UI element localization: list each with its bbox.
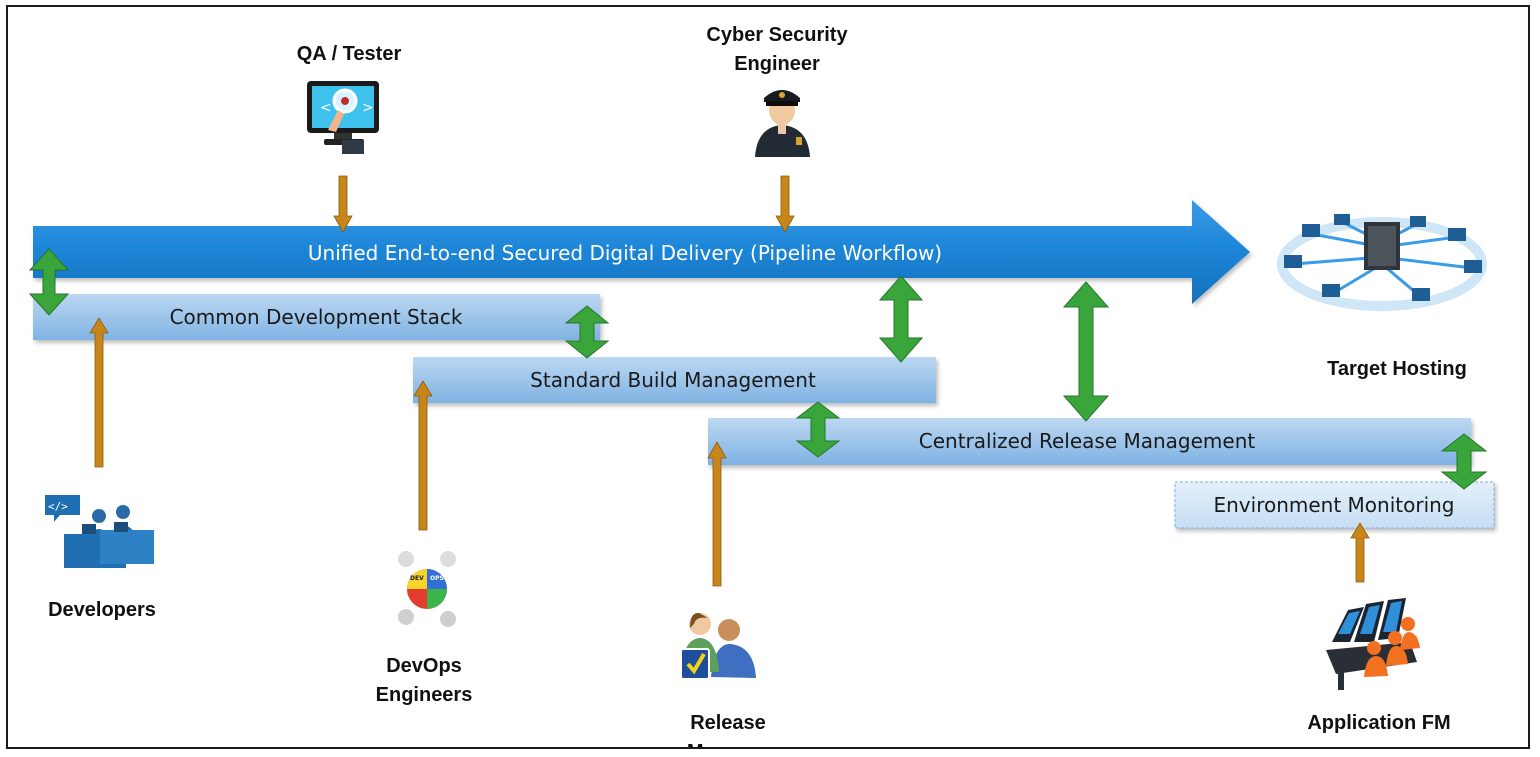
magnifier-monitor-icon: < > bbox=[307, 81, 379, 154]
target-hosting-label: Target Hosting bbox=[1327, 358, 1467, 380]
developers-desk-icon: </> bbox=[45, 495, 154, 568]
stage-bar-common-development bbox=[33, 294, 600, 340]
svg-text:>: > bbox=[362, 100, 374, 116]
developers-label: Developers bbox=[48, 599, 156, 621]
pipeline-arrow bbox=[33, 200, 1250, 304]
svg-text:DEV: DEV bbox=[410, 575, 424, 582]
build-release-link-arrow bbox=[795, 401, 841, 458]
server-network-icon bbox=[1277, 214, 1487, 311]
stage-label-environment-monitoring: Environment Monitoring bbox=[1213, 493, 1454, 517]
svg-text:OPS: OPS bbox=[430, 575, 444, 582]
release-monitoring-link-arrow bbox=[1440, 433, 1488, 490]
devops-to-build-arrow bbox=[413, 380, 433, 531]
stage-bar-environment-monitoring bbox=[1174, 481, 1495, 529]
stage-bar-build-management bbox=[413, 357, 936, 403]
cyber-security-label-line1: Cyber Security bbox=[706, 24, 848, 46]
release-manager-to-release-arrow bbox=[707, 441, 727, 587]
release-manager-label-line1: Release bbox=[690, 712, 766, 734]
stage-label-build-management: Standard Build Management bbox=[530, 368, 816, 392]
application-fm-label: Application FM bbox=[1307, 712, 1451, 734]
developers-to-common-stack-arrow bbox=[89, 317, 109, 468]
stage-label-release-management: Centralized Release Management bbox=[919, 429, 1256, 453]
pipeline-release-link-arrow bbox=[1062, 281, 1110, 422]
cyber-to-pipeline-arrow bbox=[775, 175, 795, 233]
diagram-canvas: Unified End-to-end Secured Digital Deliv… bbox=[28, 81, 1495, 690]
release-manager-label-line2: Manager bbox=[628, 738, 828, 747]
svg-text:<: < bbox=[320, 100, 332, 116]
stage-label-common-development: Common Development Stack bbox=[170, 305, 463, 329]
pipeline-common-stack-link-arrow bbox=[28, 248, 70, 316]
operations-center-icon bbox=[1326, 598, 1420, 690]
pipeline-build-link-arrow bbox=[878, 275, 924, 363]
security-officer-icon bbox=[755, 90, 810, 157]
devops-engineers-label-line1: DevOps bbox=[386, 655, 462, 677]
qa-to-pipeline-arrow bbox=[333, 175, 353, 233]
devops-puzzle-team-icon: DEV OPS bbox=[398, 551, 456, 627]
diagram-frame: Unified End-to-end Secured Digital Deliv… bbox=[6, 5, 1530, 749]
devops-engineers-label-line2: Engineers bbox=[375, 684, 473, 706]
qa-tester-label: QA / Tester bbox=[296, 43, 402, 65]
app-fm-to-monitoring-arrow bbox=[1350, 522, 1370, 583]
pipeline-label: Unified End-to-end Secured Digital Deliv… bbox=[308, 241, 942, 265]
release-manager-icon bbox=[680, 612, 756, 680]
svg-text:</>: </> bbox=[48, 500, 68, 513]
common-stack-build-link-arrow bbox=[564, 305, 610, 359]
cyber-security-label-line2: Engineer bbox=[734, 53, 820, 75]
